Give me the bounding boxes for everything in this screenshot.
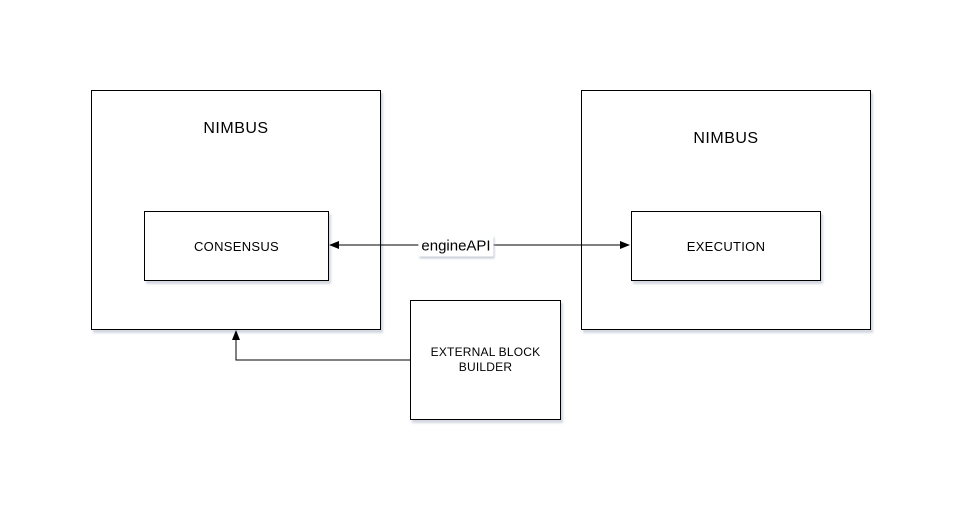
- consensus-label: CONSENSUS: [193, 238, 280, 254]
- builder-feed-connector: [232, 330, 410, 361]
- execution-label: EXECUTION: [686, 238, 766, 254]
- external-block-builder-label: EXTERNAL BLOCK BUILDER: [430, 345, 541, 374]
- left-container-title: NIMBUS: [203, 120, 269, 137]
- consensus-box: CONSENSUS: [144, 211, 329, 281]
- nimbus-consensus-container: NIMBUS CONSENSUS: [91, 90, 381, 330]
- right-container-title: NIMBUS: [693, 130, 759, 147]
- arrowhead-up-icon: [232, 330, 240, 340]
- nimbus-execution-container: NIMBUS EXECUTION: [581, 90, 871, 330]
- engine-api-label: engineAPI: [418, 235, 494, 257]
- execution-box: EXECUTION: [631, 211, 821, 281]
- external-block-builder-box: EXTERNAL BLOCK BUILDER: [410, 300, 561, 420]
